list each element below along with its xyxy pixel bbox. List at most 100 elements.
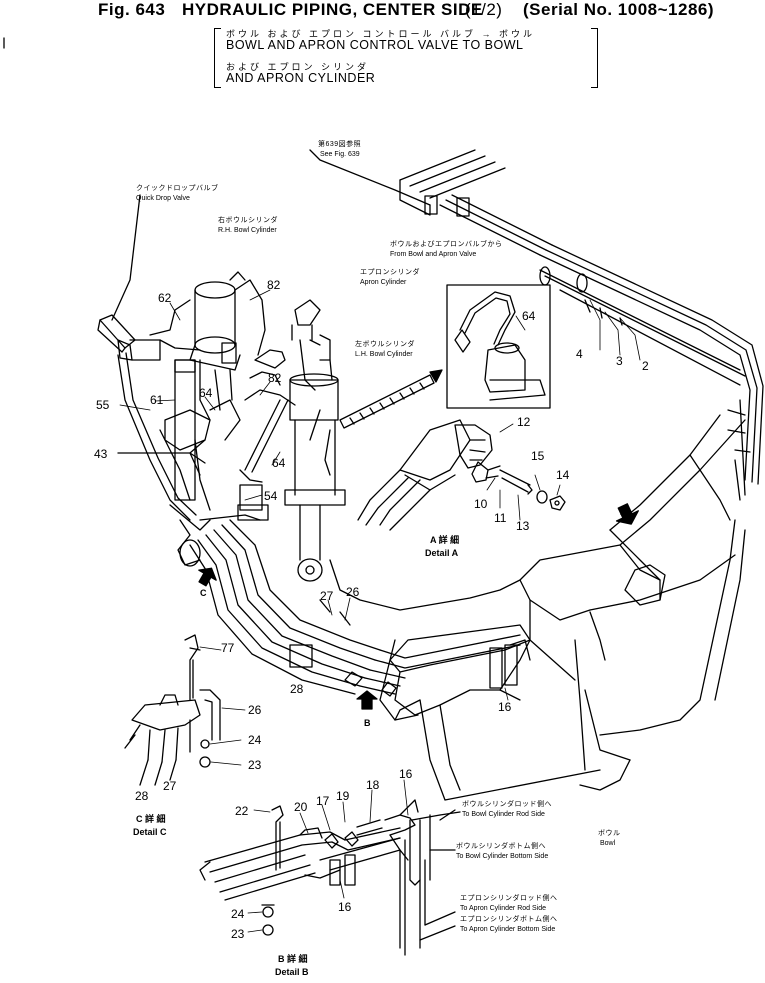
lower-pipe-bundle xyxy=(189,519,531,697)
part-28-c: 28 xyxy=(135,789,149,803)
part-24-c: 24 xyxy=(248,733,262,747)
subtitle-en-2: AND APRON CYLINDER xyxy=(226,71,376,85)
apron-cyl-jp: エプロンシリンダ xyxy=(360,267,420,276)
part-3: 3 xyxy=(616,354,623,368)
bracket-left xyxy=(214,28,221,88)
part-64-center: 64 xyxy=(272,456,286,470)
inset-pointer-arrow xyxy=(339,369,443,429)
part-15: 15 xyxy=(531,449,545,463)
detail-titles: A 詳 細 Detail A C 詳 細 Detail C B 詳 細 Deta… xyxy=(133,507,627,977)
part-11: 11 xyxy=(494,511,507,525)
arrow-marker-b xyxy=(356,690,378,710)
arrow-label-a: A xyxy=(620,507,627,517)
part-10: 10 xyxy=(474,497,488,511)
main-pipe-bundle-top xyxy=(309,149,764,501)
part-24-b: 24 xyxy=(231,907,245,921)
part-12: 12 xyxy=(517,415,531,429)
leader-43-branch xyxy=(189,439,206,476)
detail-a-jp: A 詳 細 xyxy=(430,534,459,545)
rh-bowl-en: R.H. Bowl Cylinder xyxy=(218,227,277,234)
part-82-lower: 82 xyxy=(268,371,282,385)
detail-c-drawing xyxy=(124,634,221,786)
bowl-bottom-en: To Bowl Cylinder Bottom Side xyxy=(456,853,548,860)
part-22: 22 xyxy=(235,804,249,818)
apron-bottom-en: To Apron Cylinder Bottom Side xyxy=(460,926,555,933)
bowl-frame xyxy=(329,414,746,801)
part-27-main: 27 xyxy=(320,589,334,603)
detail-b-en: Detail B xyxy=(275,967,309,977)
see-fig-en: See Fig. 639 xyxy=(320,151,360,158)
sheet-indicator: (1/2) xyxy=(465,0,503,19)
nut-14 xyxy=(549,495,566,511)
part-16-main: 16 xyxy=(498,700,512,714)
part-23-b: 23 xyxy=(231,927,245,941)
part-64-inset: 64 xyxy=(522,309,536,323)
part-26-c: 26 xyxy=(248,703,262,717)
arrow-marker-a xyxy=(615,503,639,525)
part-43: 43 xyxy=(94,447,108,461)
figure-title: HYDRAULIC PIPING, CENTER SIDE xyxy=(182,0,483,19)
subtitle-jp-1: ボウル および エプロン コントロール バルブ → ボウル xyxy=(226,29,536,39)
quick-drop-valve-assembly xyxy=(97,194,261,567)
rh-bowl-jp: 右ボウルシリンダ xyxy=(218,215,278,224)
subtitle-jp-2: および エプロン シリンダ xyxy=(226,62,370,72)
arrow-label-c: C xyxy=(200,588,207,598)
part-61: 61 xyxy=(150,393,164,407)
part-13: 13 xyxy=(516,519,530,533)
part-62: 62 xyxy=(158,291,172,305)
quick-drop-jp: クイックドロップバルブ xyxy=(136,183,219,192)
bowl-en: Bowl xyxy=(600,840,616,847)
detail-a-drawing xyxy=(357,419,533,531)
bowl-jp: ボウル xyxy=(598,829,621,837)
apron-rod-jp: エプロンシリンダロッド側へ xyxy=(460,893,558,902)
see-fig-jp: 第639図参照 xyxy=(318,139,361,148)
rh-bowl-cylinder xyxy=(189,271,266,421)
quick-drop-en: Quick Drop Valve xyxy=(136,195,190,202)
from-valve-jp: ボウルおよびエプロンバルブから xyxy=(390,239,503,248)
part-16-b-bottom: 16 xyxy=(338,900,352,914)
detail-b-jp: B 詳 細 xyxy=(278,953,308,964)
figure-number: Fig. 643 xyxy=(98,0,166,19)
part-26-main: 26 xyxy=(346,585,360,599)
part-16-b-top: 16 xyxy=(399,767,413,781)
lh-bowl-en: L.H. Bowl Cylinder xyxy=(355,351,413,358)
part-64-left: 64 xyxy=(199,386,213,400)
lh-bowl-cylinder xyxy=(237,299,346,582)
part-20: 20 xyxy=(294,800,308,814)
arrow-marker-c xyxy=(198,567,217,587)
washer-15 xyxy=(536,490,548,504)
apron-cyl-en: Apron Cylinder xyxy=(360,279,407,286)
detail-a-en: Detail A xyxy=(425,548,459,558)
part-2: 2 xyxy=(642,359,649,373)
bracket-right xyxy=(591,28,598,88)
apron-rod-en: To Apron Cylinder Rod Side xyxy=(460,905,546,912)
part-82-upper: 82 xyxy=(267,278,281,292)
bowl-rod-jp: ボウルシリンダロッド側へ xyxy=(462,799,552,808)
part-leaders xyxy=(119,289,641,933)
serial-range: (Serial No. 1008~1286) xyxy=(523,0,715,19)
part-28-main: 28 xyxy=(290,682,304,696)
part-numbers: 2 3 4 10 11 12 13 14 15 16 16 16 17 18 1… xyxy=(94,278,649,941)
callout-text: 第639図参照 See Fig. 639 クイックドロップバルブ Quick D… xyxy=(136,139,621,933)
part-23-c: 23 xyxy=(248,758,262,772)
bowl-rod-en: To Bowl Cylinder Rod Side xyxy=(462,811,545,818)
part-27-c: 27 xyxy=(163,779,177,793)
arrow-label-b: B xyxy=(364,718,371,728)
detail-b-drawing xyxy=(199,799,441,936)
detail-c-en: Detail C xyxy=(133,827,167,837)
cylinder-side-leaders xyxy=(399,809,461,956)
part-14: 14 xyxy=(556,468,570,482)
lh-bowl-jp: 左ボウルシリンダ xyxy=(355,339,415,348)
part-54: 54 xyxy=(264,489,278,503)
inset-detail-box xyxy=(446,284,551,409)
bowl-bottom-jp: ボウルシリンダボトム側へ xyxy=(456,841,546,850)
part-18: 18 xyxy=(366,778,380,792)
subtitle-en-1: BOWL AND APRON CONTROL VALVE TO BOWL xyxy=(226,38,524,52)
part-77: 77 xyxy=(221,641,235,655)
part-19: 19 xyxy=(336,789,350,803)
part-55: 55 xyxy=(96,398,110,412)
from-valve-en: From Bowl and Apron Valve xyxy=(390,251,476,258)
apron-bottom-jp: エプロンシリンダボトム側へ xyxy=(460,914,558,923)
part-4: 4 xyxy=(576,347,583,361)
